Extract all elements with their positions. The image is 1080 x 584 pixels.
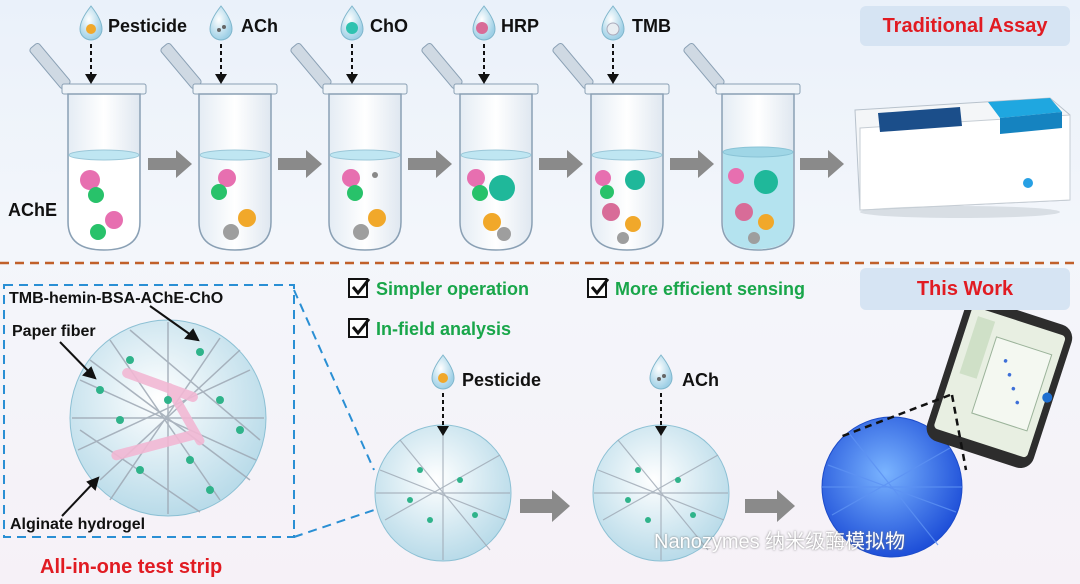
tube-5 — [552, 42, 670, 251]
pesticide-label-top: Pesticide — [108, 16, 188, 36]
pesticide-drop-icon — [79, 5, 103, 41]
this-work-badge: This Work — [860, 268, 1070, 310]
check-icon — [348, 278, 371, 298]
inset-pointers — [59, 305, 200, 517]
hrp-label: HRP — [501, 16, 540, 36]
watermark: Nanozymes 纳米级酶模拟物 — [654, 531, 906, 553]
addition-arrows-top — [90, 44, 614, 76]
tube-6 — [683, 42, 801, 251]
pesticide-label-bottom: Pesticide — [462, 370, 542, 390]
smartphone-icon — [926, 298, 1073, 469]
tmb-drop-icon — [601, 5, 625, 41]
process-arrows-top — [148, 150, 844, 178]
tube-2 — [160, 42, 278, 251]
ache-label: AChE — [8, 200, 57, 220]
tmb-label: TMB — [632, 16, 671, 36]
check-icon — [587, 278, 610, 298]
hrp-drop-icon — [472, 5, 496, 41]
cho-label: ChO — [370, 16, 408, 36]
tube-1 — [29, 42, 147, 251]
process-arrows-bottom — [520, 490, 795, 522]
ach-drop-icon — [209, 5, 233, 41]
cho-drop-icon — [340, 5, 364, 41]
blue-result-sphere — [821, 416, 963, 558]
test-strip-sphere-2 — [592, 424, 730, 562]
fiber-network-sphere — [69, 319, 267, 517]
alginate-hydrogel-label: Alginate hydrogel — [10, 516, 146, 533]
ache-cluster — [80, 170, 100, 190]
ach-drop-icon-bottom — [649, 354, 673, 390]
ach-label-top: ACh — [241, 16, 278, 36]
spectrophotometer-icon — [854, 97, 1071, 218]
pesticide-drop-icon-bottom — [431, 354, 455, 390]
check-icon — [348, 318, 371, 338]
tube-3 — [290, 42, 408, 251]
complex-label: TMB-hemin-BSA-AChE-ChO — [9, 290, 224, 307]
test-strip-sphere-1 — [374, 424, 512, 562]
advantage-simpler: Simpler operation — [376, 279, 530, 299]
traditional-assay-badge: Traditional Assay — [860, 6, 1070, 46]
advantage-efficient: More efficient sensing — [615, 279, 806, 299]
tube-4 — [421, 42, 539, 251]
phone-view-lines — [839, 393, 968, 471]
strip-caption: All-in-one test strip — [40, 556, 223, 578]
paper-fiber-label: Paper fiber — [12, 323, 96, 340]
advantage-in-field: In-field analysis — [376, 319, 512, 339]
ach-label-bottom: ACh — [682, 370, 719, 390]
